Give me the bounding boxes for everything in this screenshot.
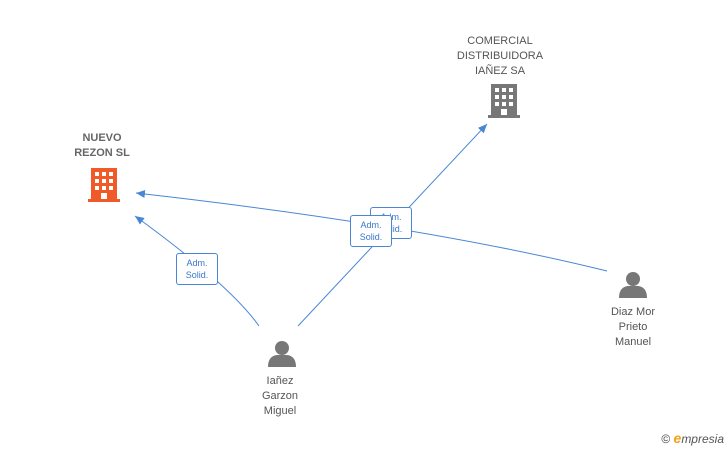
person-label-ianez-garzon[interactable]: Iañez Garzon Miguel bbox=[240, 374, 320, 419]
brand-logo-initial: e bbox=[673, 430, 682, 446]
building-icon[interactable] bbox=[488, 84, 520, 118]
brand-watermark: © empresia bbox=[661, 430, 724, 446]
edge-label-role: Adm. Solid. bbox=[350, 215, 392, 247]
building-icon[interactable] bbox=[88, 168, 120, 202]
label-line: Diaz Mor bbox=[610, 306, 655, 318]
copyright-symbol: © bbox=[661, 432, 671, 446]
label-line: IAÑEZ SA bbox=[474, 65, 526, 77]
label-line: COMERCIAL bbox=[467, 35, 533, 47]
label-line: NUEVO bbox=[82, 132, 122, 144]
edge-label-role: Adm. Solid. bbox=[176, 253, 218, 285]
company-label-comercial-distribuidora[interactable]: COMERCIAL DISTRIBUIDORA IAÑEZ SA bbox=[437, 34, 563, 79]
label-line: REZON SL bbox=[74, 147, 130, 159]
person-icon[interactable] bbox=[268, 341, 296, 367]
role-line: Adm. bbox=[360, 220, 382, 230]
label-line: Garzon bbox=[261, 390, 299, 402]
label-line: Iañez bbox=[266, 375, 294, 387]
company-label-nuevo-rezon[interactable]: NUEVO REZON SL bbox=[52, 131, 152, 161]
label-line: Miguel bbox=[263, 405, 297, 417]
person-label-diaz-mor[interactable]: Diaz Mor Prieto Manuel bbox=[590, 305, 676, 350]
role-line: Solid. bbox=[185, 270, 209, 280]
person-icon[interactable] bbox=[619, 272, 647, 298]
label-line: DISTRIBUIDORA bbox=[456, 50, 544, 62]
brand-logo-text: mpresia bbox=[681, 432, 724, 446]
role-line: Adm. bbox=[186, 258, 208, 268]
label-line: Manuel bbox=[614, 336, 652, 348]
role-line: Solid. bbox=[359, 232, 383, 242]
label-line: Prieto bbox=[618, 321, 648, 333]
